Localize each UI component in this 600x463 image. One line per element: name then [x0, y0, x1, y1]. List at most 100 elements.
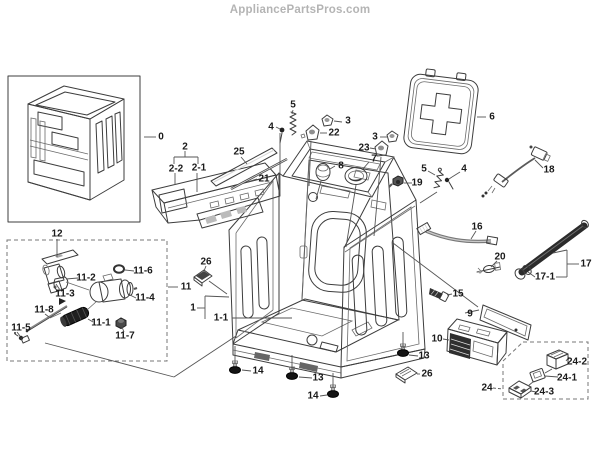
callout-23: 23	[358, 143, 370, 154]
leader-line	[87, 318, 94, 323]
callout-11-1: 11-1	[91, 318, 111, 329]
callout-9: 9	[467, 309, 473, 320]
knob-part7	[344, 167, 368, 185]
leader-line	[361, 161, 370, 171]
leader-line	[544, 368, 553, 374]
leader-line	[173, 335, 237, 378]
rod-part21	[230, 157, 288, 191]
cap-part8	[315, 163, 331, 181]
clip-part26-left	[193, 269, 213, 287]
callout-11-3: 11-3	[55, 289, 75, 300]
callout-2-1: 2-1	[192, 163, 207, 174]
callout-5: 5	[290, 100, 296, 111]
nut-part11-7	[115, 317, 127, 330]
leader-line	[527, 271, 536, 278]
leader-line	[44, 342, 175, 378]
leader-line	[345, 184, 357, 248]
damper-axis-line-2	[86, 300, 98, 311]
callout-13: 13	[312, 373, 324, 384]
leader-line	[204, 295, 230, 298]
leader-line	[442, 338, 450, 341]
callout-3: 3	[345, 116, 351, 127]
drain-hose-part17	[514, 219, 589, 280]
callout-11-5: 11-5	[11, 323, 31, 334]
leader-line	[490, 260, 498, 268]
leader-line	[55, 283, 61, 291]
inset-complete-frame-part0	[7, 75, 141, 223]
callout-1-1: 1-1	[214, 313, 229, 324]
control-panel-part2	[151, 162, 281, 229]
callout-25: 25	[233, 147, 245, 158]
leader-line	[448, 176, 453, 180]
callout-4: 4	[461, 164, 467, 175]
callout-7: 7	[371, 154, 377, 165]
leader-line	[369, 147, 377, 150]
drawer-cover-part9	[479, 304, 532, 341]
leader-line	[419, 191, 438, 204]
leader-line	[392, 242, 479, 308]
leader-line	[451, 171, 461, 178]
callout-14: 14	[252, 366, 264, 377]
callout-5: 5	[421, 164, 427, 175]
bolt-part19	[388, 175, 404, 188]
damper-axis-line-3	[49, 312, 62, 319]
o-ring-part11-6	[113, 264, 125, 274]
leader-line	[544, 375, 559, 378]
callout-19: 19	[411, 178, 423, 189]
callout-11-4: 11-4	[135, 293, 155, 304]
leader-lines	[16, 109, 579, 397]
callout-11-8: 11-8	[34, 305, 54, 316]
damper-axis-line	[65, 281, 90, 291]
leader-line	[527, 380, 535, 387]
leader-line	[44, 313, 50, 318]
fitting-part11-5	[14, 332, 30, 344]
clip-part3-right	[386, 130, 399, 143]
leader-line	[552, 249, 568, 254]
callout-10: 10	[431, 334, 443, 345]
callout-26: 26	[421, 369, 433, 380]
screw-part15	[428, 288, 450, 302]
callout-13: 13	[418, 351, 430, 362]
leader-line	[275, 126, 281, 130]
callout-11-7: 11-7	[115, 331, 135, 342]
clip-part26-right	[395, 366, 418, 384]
site-logo-text: AppliancePartsPros.com	[229, 4, 371, 16]
leader-line-dashed	[492, 387, 504, 390]
pin-part4-right	[444, 177, 454, 190]
leader-line	[121, 326, 125, 333]
leader-line	[333, 120, 343, 123]
trim-strip-part25	[210, 147, 278, 187]
callout-24-1: 24-1	[557, 373, 577, 384]
leader-line	[315, 180, 322, 200]
damper-body-part11-4	[89, 273, 138, 303]
callout-24-3: 24-3	[534, 387, 554, 398]
dashed-box-part11	[6, 239, 168, 362]
leader-line	[408, 354, 419, 357]
callout-12: 12	[51, 229, 63, 240]
hose-part16	[416, 222, 499, 246]
leader-line	[241, 369, 252, 372]
callout-24: 24	[481, 383, 493, 394]
callout-20: 20	[494, 252, 506, 263]
dashed-box-part24	[502, 341, 589, 400]
damper-bracket-part22	[300, 124, 320, 141]
clip-part3-left	[321, 114, 334, 127]
leader-line	[65, 277, 79, 280]
top-cover-gasket-part6	[403, 68, 479, 155]
leader-line	[246, 178, 258, 183]
leader-line	[16, 331, 21, 337]
callout-15: 15	[452, 289, 464, 300]
leader-line	[329, 165, 336, 170]
valve-part20	[476, 262, 501, 274]
callout-17-1: 17-1	[535, 272, 555, 283]
leader-line	[530, 390, 537, 393]
leader-line	[291, 109, 294, 115]
callout-21: 21	[258, 174, 270, 185]
callout-0: 0	[158, 132, 164, 143]
leader-line	[203, 265, 207, 272]
callout-3: 3	[372, 132, 378, 143]
callout-4: 4	[268, 122, 274, 133]
bracket-part24-3	[508, 380, 532, 399]
leader-line	[308, 140, 312, 187]
